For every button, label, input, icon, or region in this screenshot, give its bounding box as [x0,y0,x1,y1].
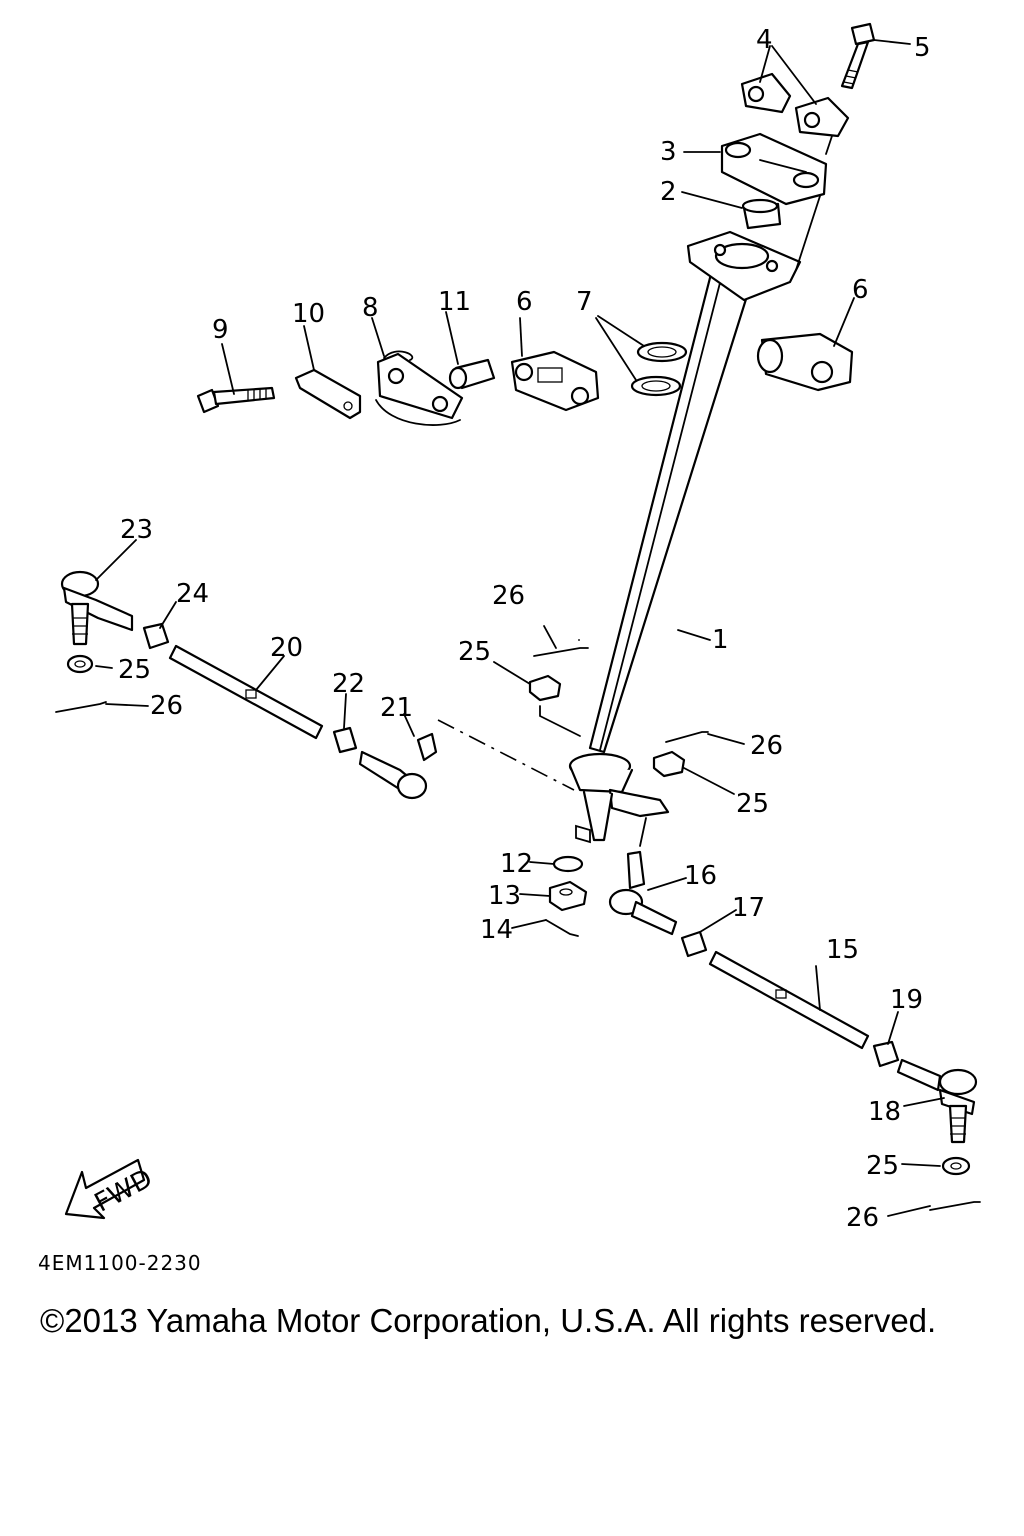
callout-7: 7 [576,287,593,317]
callout-26-center: 26 [492,581,525,611]
nut-part-19 [872,1040,900,1068]
bolt-part-9 [196,386,276,414]
nut-part-22 [332,726,358,754]
callout-labels: 1 2 3 4 5 6 6 7 8 9 10 11 12 13 14 15 16… [118,25,931,1233]
lock-washer-part-10 [294,368,362,420]
nut-part-17 [680,930,708,958]
callout-4: 4 [756,25,773,55]
callout-25-center: 25 [458,637,491,667]
tie-rod-end-part-23 [60,570,134,646]
callout-6-left: 6 [516,287,533,317]
callout-26-right-upper: 26 [750,731,783,761]
assembly-lines [437,135,833,847]
cotter-pin-part-26-center [533,647,589,657]
callout-17: 17 [732,893,765,923]
holder-part-3 [720,132,828,206]
bushing-part-2 [741,198,782,230]
fwd-arrow-icon: FWD [64,1158,157,1220]
callout-8: 8 [362,293,379,323]
diagram-code: 4EM1100-2230 [38,1251,202,1275]
cotter-pin-part-26-left [55,701,107,713]
callout-2: 2 [660,177,677,207]
nut-part-24 [142,622,170,650]
nut-part-25-right-lower [941,1156,971,1176]
callout-15: 15 [826,935,859,965]
clamp-part-4 [740,72,850,138]
callout-26-left: 26 [150,691,183,721]
leader-lines [95,39,945,1217]
callout-25-right-lower: 25 [866,1151,899,1181]
tie-rod-part-20 [168,644,324,740]
nut-part-25-center [528,674,562,702]
collar-part-11 [448,358,496,390]
callout-23: 23 [120,515,153,545]
copyright-notice: ©2013 Yamaha Motor Corporation, U.S.A. A… [40,1302,936,1339]
nut-part-25-right-upper [652,750,686,778]
callout-1: 1 [712,625,729,655]
holder-part-6-right [756,332,854,392]
callout-3: 3 [660,137,677,167]
callout-10: 10 [292,299,325,329]
tie-rod-end-part-18 [896,1058,978,1144]
callout-25-left: 25 [118,655,151,685]
cotter-pin-part-14 [545,919,579,937]
callout-24: 24 [176,579,209,609]
tie-rod-part-15 [708,950,870,1050]
circlip-part-7 [630,341,688,397]
callout-11: 11 [438,287,471,317]
holder-part-6-left [510,350,600,412]
callout-21: 21 [380,693,413,723]
callout-6-right: 6 [852,275,869,305]
nut-part-13 [548,880,588,912]
nut-part-25-left [66,654,94,674]
cotter-pin-part-26-right-lower [929,1201,981,1211]
callout-26-right-lower: 26 [846,1203,879,1233]
tie-rod-end-part-16 [608,850,678,936]
callout-22: 22 [332,669,365,699]
callout-13: 13 [488,881,521,911]
callout-9: 9 [212,315,229,345]
callout-20: 20 [270,633,303,663]
tie-rod-end-part-21 [358,732,438,800]
callout-12: 12 [500,849,533,879]
callout-19: 19 [890,985,923,1015]
callout-14: 14 [480,915,513,945]
callout-18: 18 [868,1097,901,1127]
callout-25-right-upper: 25 [736,789,769,819]
steering-shaft-part-1 [568,230,802,844]
bolt-part-5 [840,22,876,90]
cotter-pin-part-26-right-upper [665,731,709,743]
callout-16: 16 [684,861,717,891]
callout-5: 5 [914,33,931,63]
plate-part-8 [375,350,464,426]
washer-part-12 [552,855,584,873]
